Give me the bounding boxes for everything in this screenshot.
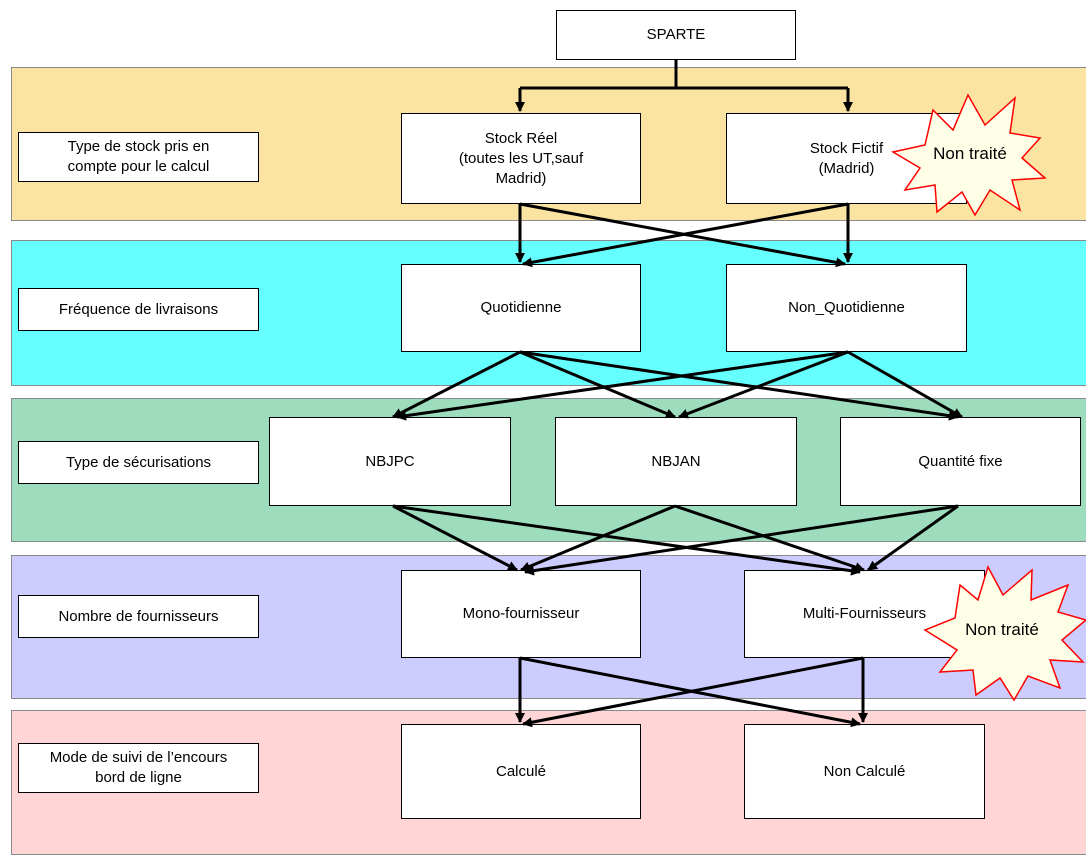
row-label-tracking-mode-text: Mode de suivi de l’encours bord de ligne: [49, 749, 228, 786]
node-nbjan: NBJAN: [555, 417, 797, 506]
connector-sparte-split: [520, 60, 848, 90]
row-label-stock-type-text: Type de stock pris en compte pour le cal…: [67, 138, 210, 175]
row-label-tracking-mode: Mode de suivi de l’encours bord de ligne: [18, 743, 259, 793]
node-quotidienne-label: Quotidienne: [480, 299, 562, 316]
arrow-quantite-fixe-to-mono: [524, 504, 959, 576]
row-label-delivery-frequency: Fréquence de livraisons: [18, 288, 259, 331]
row-label-delivery-frequency-text: Fréquence de livraisons: [58, 300, 219, 318]
arrow-non-quotidienne-to-nbjpc: [396, 350, 849, 421]
arrow-quantite-fixe-to-multi: [867, 504, 959, 572]
row-label-supplier-count-text: Nombre de fournisseurs: [58, 607, 219, 625]
arrow-stock-fictif-to-quotidienne: [522, 202, 849, 268]
node-non-calcule: Non Calculé: [744, 724, 985, 819]
root-node-sparte: SPARTE: [556, 10, 796, 60]
arrow-non-quotidienne-to-nbjan: [678, 350, 849, 419]
node-non-calcule-label: Non Calculé: [823, 762, 906, 780]
arrow-quotidienne-to-nbjan: [519, 350, 676, 419]
arrow-nbjan-to-mono: [520, 504, 676, 572]
arrow-quotidienne-to-quantite-fixe: [519, 350, 959, 421]
arrow-nbjan-to-multi: [674, 504, 865, 572]
connector-group: [392, 60, 963, 728]
node-multi-fournisseurs-label: Multi-Fournisseurs: [802, 605, 927, 622]
node-stock-fictif-label: Stock Fictif (Madrid): [809, 139, 884, 177]
node-quantite-fixe: Quantité fixe: [840, 417, 1081, 506]
arrow-non-quotidienne-to-quantite-fixe: [847, 350, 963, 419]
node-quotidienne: Quotidienne: [401, 264, 641, 352]
root-node-label: SPARTE: [646, 26, 706, 43]
node-calcule: Calculé: [401, 724, 641, 819]
node-stock-reel-label: Stock Réel (toutes les UT,sauf Madrid): [458, 129, 584, 187]
row-label-securing-type: Type de sécurisations: [18, 441, 259, 484]
not-handled-badge-stock-label: Non traité: [933, 144, 1007, 163]
arrow-nbjpc-to-mono: [392, 504, 518, 572]
arrow-nbjpc-to-multi: [392, 504, 861, 576]
burst-star-icon: [890, 93, 1047, 217]
arrow-quotidienne-to-nbjpc: [392, 350, 521, 419]
node-non-quotidienne-label: Non_Quotidienne: [788, 299, 905, 316]
node-mono-fournisseur-label: Mono-fournisseur: [462, 605, 580, 622]
node-calcule-label: Calculé: [495, 762, 547, 780]
burst-star-icon: [923, 565, 1086, 702]
not-handled-badge-suppliers: Non traité: [923, 565, 1086, 702]
not-handled-badge-suppliers-label: Non traité: [965, 620, 1039, 639]
node-quantite-fixe-label: Quantité fixe: [918, 452, 1003, 470]
row-label-supplier-count: Nombre de fournisseurs: [18, 595, 259, 638]
node-stock-reel: Stock Réel (toutes les UT,sauf Madrid): [401, 113, 641, 204]
row-label-stock-type: Type de stock pris en compte pour le cal…: [18, 132, 259, 182]
node-nbjan-label: NBJAN: [651, 452, 701, 470]
node-nbjpc: NBJPC: [269, 417, 511, 506]
not-handled-badge-stock: Non traité: [890, 93, 1047, 217]
node-nbjpc-label: NBJPC: [365, 452, 415, 470]
arrow-multi-to-calcule: [522, 656, 864, 728]
row-label-securing-type-text: Type de sécurisations: [65, 453, 212, 471]
